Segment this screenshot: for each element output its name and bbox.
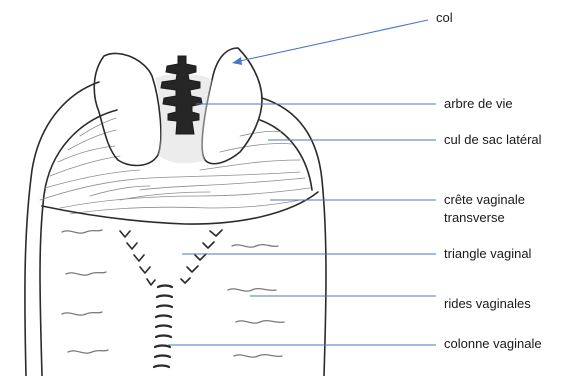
transverse-crest: [42, 192, 318, 224]
vaginal-column: [154, 286, 172, 368]
left-outer-wall: [25, 82, 99, 376]
label-crete-vaginale: crête vaginale: [444, 192, 525, 208]
label-triangle-vaginal: triangle vaginal: [444, 246, 531, 262]
label-arbre-de-vie: arbre de vie: [444, 96, 513, 112]
label-colonne-vaginale: colonne vaginale: [444, 336, 542, 352]
cervix-left-lip: [94, 53, 161, 165]
label-col: col: [436, 10, 453, 26]
label-cul-de-sac-lateral: cul de sac latéral: [444, 132, 542, 148]
cervix-right-lip: [202, 48, 262, 164]
label-transverse: transverse: [444, 210, 505, 226]
leader-lines: [168, 20, 436, 345]
label-rides-vaginales: rides vaginales: [444, 296, 531, 312]
left-inner-wall: [40, 110, 117, 376]
vaginal-triangle: [120, 230, 222, 285]
vaginal-rugae: [62, 230, 284, 357]
